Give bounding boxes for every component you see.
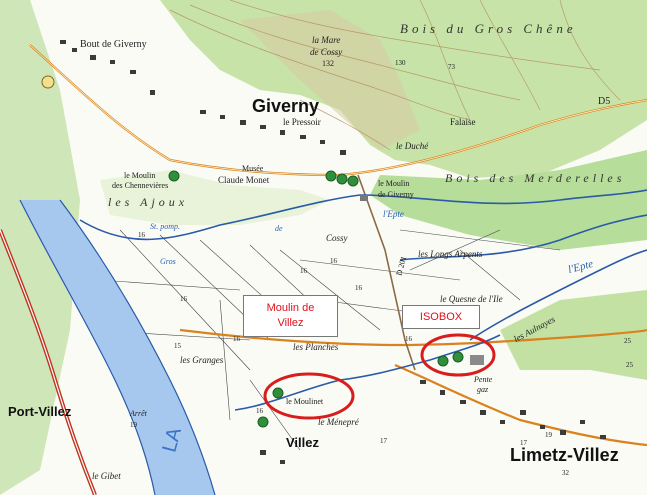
marker-isobox-2 [452,351,464,363]
spot-height: 16 [138,231,145,239]
marker-isobox-1 [437,355,449,367]
label-la-mare: la Mare [312,35,341,45]
callout-moulin-de-villez-line1: Moulin de [266,302,315,314]
highlight-isobox [420,333,496,377]
label-le-menepre: le Ménepré [318,417,359,427]
spot-height: 130 [395,59,406,67]
callout-moulin-de-villez-line2: Villez [277,317,304,329]
label-les-planches: les Planches [293,342,339,352]
spot-height: 17 [520,439,527,447]
label-bois-du-gros-chene: Bois du Gros Chêne [400,21,577,36]
spot-height: 16 [405,335,412,343]
road-d201 [357,174,416,371]
label-giverny: Giverny [252,96,320,116]
callout-isobox: ISOBOX [402,305,480,329]
spot-height: 25 [624,337,631,345]
spot-height: 19 [545,431,552,439]
marker-moulin-chennevieres [168,170,180,182]
spot-height: 16 [355,284,362,292]
label-pente: Pente [474,375,493,384]
label-st-pomp: St. pomp. [150,222,180,231]
label-le-quesne-de-lile: le Quesne de l'Ile [440,294,503,304]
spot-height: 73 [448,63,455,71]
label-bois-des-merderelles: Bois des Merderelles [445,171,626,185]
spot-height: 16 [256,407,263,415]
label-port-villez: Port-Villez [8,404,72,419]
label-les-ajoux: les Ajoux [108,195,189,209]
label-gaz: gaz [477,385,489,394]
river-seine [20,200,215,495]
label-de-cossy: de Cossy [310,47,343,57]
label-le-duche: le Duché [396,141,429,151]
label-moulin-giverny-2: de Giverny [378,190,414,199]
spot-height: 17 [380,437,387,445]
label-cossy: Cossy [326,233,348,243]
label-moulin-giverny-1: le Moulin [378,179,410,188]
highlight-moulin-de-villez [263,372,355,420]
marker-villez [257,416,269,428]
forest-area-merderelles [370,150,647,250]
buildings [60,40,606,464]
label-limetz-villez: Limetz-Villez [510,445,619,465]
contour-lines [169,0,621,151]
label-road-d5: D5 [598,96,611,107]
spot-height: 25 [626,361,633,369]
spot-height: 32 [562,469,569,477]
label-arret: Arrêt [130,409,147,418]
spot-height: 15 [174,342,181,350]
label-musee-2: Claude Monet [218,175,270,185]
forest-area-west [0,0,80,495]
marker-moulinet [272,387,284,399]
forest-area-aulnayes [500,290,647,380]
spot-height: 19 [130,421,137,429]
spot-height: 16 [180,295,187,303]
callout-moulin-de-villez: Moulin de Villez [243,295,338,337]
label-musee-1: Musée [242,164,264,173]
marker-giverny-1 [325,170,337,182]
spot-height: 16 [300,267,307,275]
spot-height: 16 [330,257,337,265]
label-bout-de-giverny: Bout de Giverny [80,39,147,50]
label-le-gibet: le Gibet [92,471,121,481]
marker-giverny-2 [336,173,348,185]
label-gros: Gros [160,257,176,266]
meadow-ajoux [100,170,330,225]
label-de: de [275,224,283,233]
label-les-longs-arpents: les Longs Arpents [418,249,483,259]
label-l-epte-1: l'Epte [383,209,404,219]
marker-moulin-giverny [347,175,359,187]
spot-height: 16 [233,335,240,343]
label-les-granges: les Granges [180,355,224,365]
label-le-pressoir: le Pressoir [283,117,321,127]
callout-isobox-text: ISOBOX [419,311,463,323]
label-falaise: Falaise [450,117,476,127]
label-moulin-chennevieres-1: le Moulin [124,171,156,180]
spot-132: 132 [322,59,334,68]
label-villez: Villez [286,435,320,450]
label-moulin-chennevieres-2: des Chennevières [112,181,169,190]
marker-yellow [41,75,55,89]
relief-slope [240,10,420,150]
label-le-moulinet: le Moulinet [286,397,324,406]
